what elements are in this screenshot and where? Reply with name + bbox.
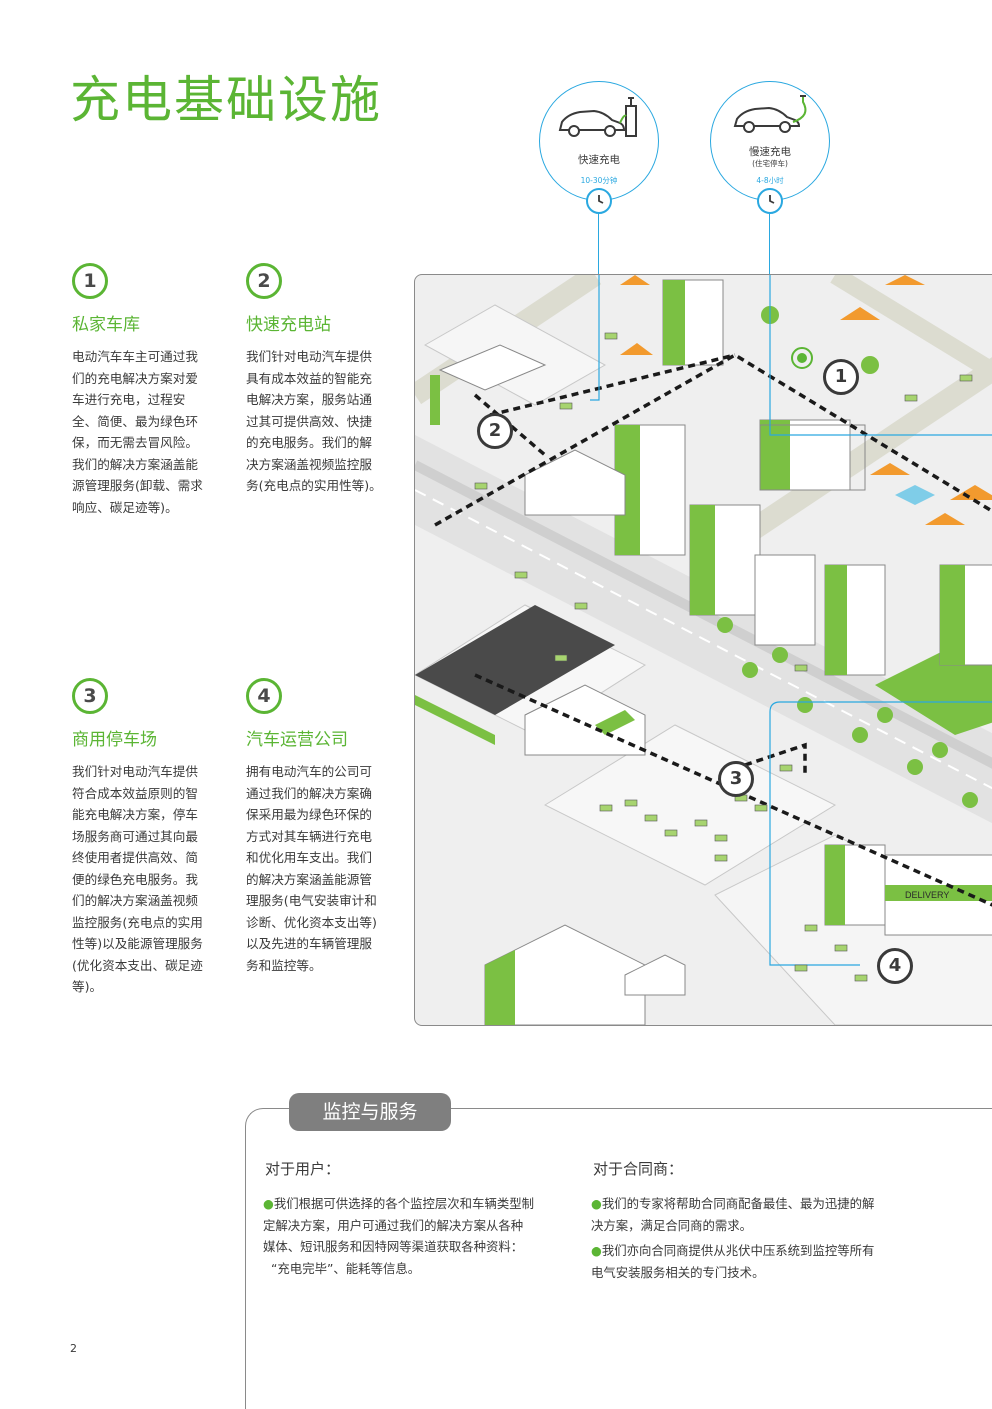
section-3-line: 我们针对电动汽车提供 [72, 764, 198, 779]
slow-charge-duration: 4-8小时 [756, 176, 784, 185]
section-2-line: 决方案涵盖视频监控服 [246, 456, 372, 472]
map-marker-2: 2 [477, 413, 513, 449]
bullet-text: 我们亦向合同商提供从兆伏中压系统到监控等所有 [601, 1243, 875, 1258]
section-2-line: 具有成本效益的智能充 [246, 370, 372, 386]
bullet-text: 我们根据可供选择的各个监控层次和车辆类型制 [273, 1196, 535, 1211]
section-2-line: 过其可提供高效、快捷 [246, 413, 372, 429]
monitoring-services-tab: 监控与服务 [289, 1093, 451, 1131]
monitoring-services-box [245, 1108, 992, 1409]
section-4-line: 保采用最为绿色环保的 [246, 807, 372, 822]
section-3-line: 们的解决方案涵盖视频 [72, 893, 198, 908]
section-3-number: 3 [72, 678, 108, 714]
section-1-line: 我们的解决方案涵盖能 [72, 456, 198, 472]
section-3-line: (优化资本支出、碳足迹 [72, 957, 203, 973]
page-number: 2 [70, 1342, 77, 1355]
section-4-line: 务和监控等。 [246, 957, 322, 973]
section-1-number: 1 [72, 263, 108, 299]
section-4-title: 汽车运营公司 [246, 730, 348, 750]
fast-charge-bubble: 快速充电 10-30分钟 [539, 81, 659, 201]
bullet-text: 电气安装服务相关的专门技术。 [591, 1264, 765, 1280]
slow-charger-car-icon [733, 95, 807, 133]
section-3-line: 符合成本效益原则的智 [72, 785, 198, 801]
section-2-line: 电解决方案，服务站通 [246, 392, 372, 407]
users-title: 对于用户： [265, 1160, 341, 1178]
section-4-line: 以及先进的车辆管理服 [246, 936, 372, 951]
bullet-icon: ● [263, 1196, 274, 1211]
section-4-line: 的解决方案涵盖能源管 [246, 871, 372, 887]
slow-charge-bubble: 慢速充电 (住宅停车) 4-8小时 [710, 81, 830, 201]
section-1-line: 源管理服务(卸载、需求 [72, 478, 203, 493]
section-2-line: 我们针对电动汽车提供 [246, 349, 372, 364]
section-3-title: 商用停车场 [72, 730, 157, 750]
section-3-line: 监控服务(充电点的实用 [72, 914, 203, 930]
contractors-bullet-line: ●我们亦向合同商提供从兆伏中压系统到监控等所有 [591, 1240, 931, 1262]
section-4-line: 方式对其车辆进行充电 [246, 828, 372, 844]
fast-charger-car-icon [558, 97, 637, 137]
map-marker-1: 1 [823, 359, 859, 395]
contractors-title: 对于合同商： [593, 1160, 684, 1178]
section-1-line: 们的充电解决方案对爱 [72, 370, 198, 386]
bullet-text: 媒体、短讯服务和因特网等渠道获取各种资料： [263, 1239, 524, 1254]
fast-charge-duration: 10-30分钟 [580, 176, 618, 185]
section-3-line: 便的绿色充电服务。我 [72, 871, 198, 887]
city-map-drawing: DELIVERY [415, 275, 992, 1025]
section-4-line: 诊断、优化资本支出等) [246, 914, 377, 930]
section-2-body: 我们针对电动汽车提供 具有成本效益的智能充 电解决方案，服务站通 过其可提供高效… [246, 346, 382, 497]
city-map-illustration: DELIVERY [414, 274, 992, 1026]
fast-charge-label: 快速充电 [578, 154, 620, 166]
clock-icon [586, 188, 612, 214]
page-title: 充电基础设施 [70, 71, 382, 129]
bullet-text: 定解决方案，用户可通过我们的解决方案从各种 [263, 1217, 524, 1233]
section-3-line: 场服务商可通过其向最 [72, 828, 198, 844]
section-3-line: 等)。 [72, 979, 103, 994]
users-bullet-line: ●我们根据可供选择的各个监控层次和车辆类型制 [263, 1193, 583, 1215]
section-4-line: 拥有电动汽车的公司可 [246, 764, 372, 779]
section-2-line: 务(充电点的实用性等)。 [246, 478, 382, 493]
section-1-line: 电动汽车车主可通过我 [72, 349, 198, 364]
slow-charge-sub: (住宅停车) [752, 159, 788, 168]
section-4-line: 通过我们的解决方案确 [246, 785, 372, 801]
section-4-line: 理服务(电气安装审计和 [246, 893, 377, 908]
section-4-body: 拥有电动汽车的公司可 通过我们的解决方案确 保采用最为绿色环保的 方式对其车辆进… [246, 761, 377, 976]
section-3-line: 能充电解决方案，停车 [72, 807, 198, 822]
section-3-body: 我们针对电动汽车提供 符合成本效益原则的智 能充电解决方案，停车 场服务商可通过… [72, 761, 203, 998]
bullet-icon: ● [591, 1243, 602, 1258]
bullet-icon: ● [591, 1196, 602, 1211]
section-1-title: 私家车库 [72, 315, 140, 335]
section-2-number: 2 [246, 263, 282, 299]
section-3-line: 终使用者提供高效、简 [72, 850, 198, 865]
section-1-line: 保，而无需去冒风险。 [72, 435, 198, 450]
section-2-title: 快速充电站 [246, 315, 331, 335]
bullet-text: 我们的专家将帮助合同商配备最佳、最为迅捷的解 [601, 1196, 875, 1211]
bullet-text: 决方案，满足合同商的需求。 [591, 1217, 753, 1233]
section-2-line: 的充电服务。我们的解 [246, 435, 372, 450]
section-1-line: 车进行充电，过程安 [72, 392, 186, 407]
section-1-body: 电动汽车车主可通过我 们的充电解决方案对爱 车进行充电，过程安 全、简便、最为绿… [72, 346, 203, 518]
section-3-line: 性等)以及能源管理服务 [72, 936, 203, 951]
map-marker-3: 3 [718, 761, 754, 797]
contractors-body: ●我们的专家将帮助合同商配备最佳、最为迅捷的解 决方案，满足合同商的需求。 ●我… [591, 1193, 931, 1283]
section-4-number: 4 [246, 678, 282, 714]
section-1-line: 全、简便、最为绿色环 [72, 413, 198, 429]
bullet-text: “充电完毕”、能耗等信息。 [271, 1260, 421, 1276]
section-1-line: 响应、碳足迹等)。 [72, 499, 178, 515]
slow-charge-label: 慢速充电 [749, 146, 791, 158]
contractors-bullet-line: ●我们的专家将帮助合同商配备最佳、最为迅捷的解 [591, 1193, 931, 1215]
map-marker-4: 4 [877, 948, 913, 984]
users-body: ●我们根据可供选择的各个监控层次和车辆类型制 定解决方案，用户可通过我们的解决方… [263, 1193, 583, 1279]
section-4-line: 和优化用车支出。我们 [246, 850, 372, 865]
delivery-sign-text: DELIVERY [905, 890, 949, 900]
clock-icon [757, 188, 783, 214]
